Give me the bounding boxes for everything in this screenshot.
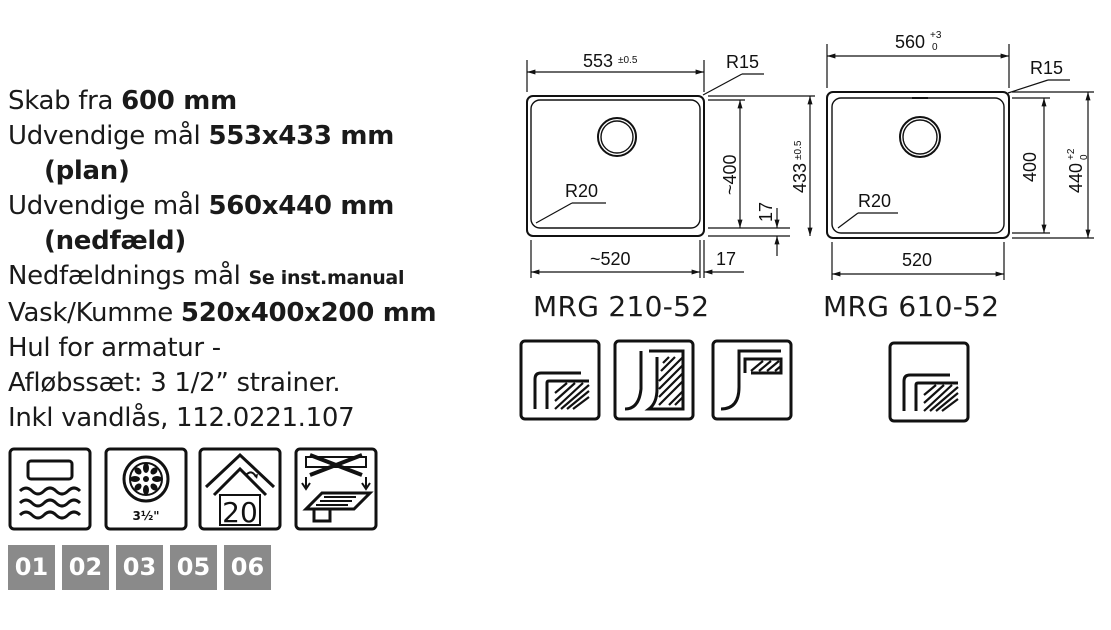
dim-height-right-left: 433 xyxy=(790,163,810,193)
dim-tolerance: +3 xyxy=(930,30,942,41)
spec-trap: Inkl vandlås, 112.0221.107 xyxy=(8,403,355,433)
undermount-icon xyxy=(519,339,601,421)
dim-tolerance: +2 xyxy=(1066,148,1077,160)
dim-gap-bottom: 17 xyxy=(716,249,736,269)
radius-icon: 20 xyxy=(198,447,282,531)
dim-gap-side: 17 xyxy=(756,202,776,222)
code-badge: 03 xyxy=(116,545,163,590)
spec-bowl: Vask/Kumme 520x400x200 mm xyxy=(8,298,437,328)
spec-list: Skab fra 600 mm Udvendige mål 553x433 mm… xyxy=(8,84,508,436)
strainer-size-label: 3½" xyxy=(132,509,159,523)
sink-outline-right xyxy=(826,91,1010,239)
topmount-icon xyxy=(711,339,793,421)
spec-outer-plan: Udvendige mål 553x433 mm xyxy=(8,121,394,151)
spec-cabinet: Skab fra 600 mm xyxy=(8,86,237,116)
dim-tolerance: 0 xyxy=(1079,154,1090,160)
spec-cutout: Nedfældnings mål Se inst.manual xyxy=(8,261,405,291)
dim-width-top-right: 560 xyxy=(895,32,925,52)
radius-label: 20 xyxy=(222,496,258,529)
spec-outer-inset: Udvendige mål 560x440 mm xyxy=(8,191,394,221)
dim-height-right-right: 440 xyxy=(1066,163,1086,193)
dim-radius-inner-left: R20 xyxy=(565,181,598,201)
inset-icon xyxy=(888,341,970,423)
spec-tap-hole: Hul for armatur - xyxy=(8,333,221,363)
dim-width-top-left: 553 xyxy=(583,51,613,71)
dim-tolerance: ±0.5 xyxy=(618,55,638,66)
spec-outer-inset-note: (nedfæld) xyxy=(44,226,186,256)
code-badge: 06 xyxy=(224,545,271,590)
dim-height-inner-left: ~400 xyxy=(720,154,740,195)
deep-bowl-icon xyxy=(8,447,92,531)
model-label-left: MRG 210-52 xyxy=(533,290,710,323)
code-badge: 05 xyxy=(170,545,217,590)
dim-tolerance: 0 xyxy=(932,42,938,53)
flush-icon xyxy=(613,339,695,421)
dim-height-inner-right: 400 xyxy=(1020,152,1040,182)
dim-radius-outer-right: R15 xyxy=(1030,58,1063,78)
dim-radius-outer-left: R15 xyxy=(726,52,759,72)
dim-width-bottom-right: 520 xyxy=(902,250,932,270)
spec-waste: Afløbssæt: 3 1/2” strainer. xyxy=(8,368,341,398)
code-badge: 01 xyxy=(8,545,55,590)
spec-outer-plan-note: (plan) xyxy=(44,156,130,186)
dim-width-bottom-left: ~520 xyxy=(590,249,631,269)
dim-tolerance: ±0.5 xyxy=(793,140,804,160)
flush-mount-icon xyxy=(294,447,378,531)
dim-radius-inner-right: R20 xyxy=(858,191,891,211)
code-badge: 02 xyxy=(62,545,109,590)
strainer-icon: 3½" xyxy=(104,447,188,531)
model-label-right: MRG 610-52 xyxy=(823,290,1000,323)
sink-outline-left xyxy=(526,95,705,237)
